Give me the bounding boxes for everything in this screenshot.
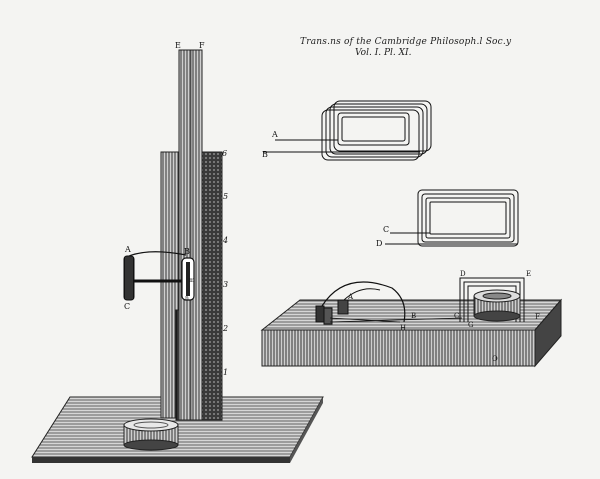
label-board-G: G (468, 321, 474, 329)
label-F: F (199, 41, 205, 50)
magnet-arm (123, 251, 195, 301)
board-cylinder (473, 289, 521, 322)
letter-labels: E F A B C m n A B C D A B C D E F G H O (124, 41, 540, 363)
scale-number-3: 3 (223, 280, 228, 289)
label-coil-A: A (271, 130, 278, 139)
scale-number-1: 1 (223, 368, 228, 377)
label-C: C (124, 302, 130, 311)
label-coil-C: C (383, 225, 389, 234)
label-coil-D: D (376, 239, 382, 248)
label-m: m (189, 277, 195, 284)
caption-title: Trans.ns of the Cambridge Philosoph.l So… (300, 37, 512, 47)
label-board-E: E (526, 270, 531, 278)
label-coil-B: B (262, 150, 268, 159)
caption-volume: Vol. I. Pl. XI. (355, 48, 412, 58)
scale-number-6: 6 (222, 149, 227, 158)
label-board-C: C (454, 312, 459, 320)
label-E: E (175, 41, 181, 50)
label-board-D: D (460, 270, 466, 278)
coil-CD (385, 189, 519, 247)
label-board-H: H (400, 324, 406, 332)
label-board-B: B (411, 312, 416, 320)
label-board-O: O (492, 355, 498, 363)
label-B: B (184, 247, 190, 256)
label-board-A: A (347, 293, 354, 301)
inner-tube-EF (178, 49, 203, 421)
scale-number-2: 2 (222, 324, 228, 333)
board (260, 298, 563, 368)
base-cylinder (123, 418, 179, 451)
label-n: n (185, 295, 189, 302)
scale-number-4: 4 (222, 236, 228, 245)
scale-numbers: 6 5 4 3 2 1 (222, 149, 228, 377)
board-posts (315, 281, 463, 325)
coil-AB (263, 100, 432, 161)
label-board-F: F (535, 313, 540, 321)
label-A: A (124, 245, 131, 254)
scale-number-5: 5 (223, 192, 228, 201)
